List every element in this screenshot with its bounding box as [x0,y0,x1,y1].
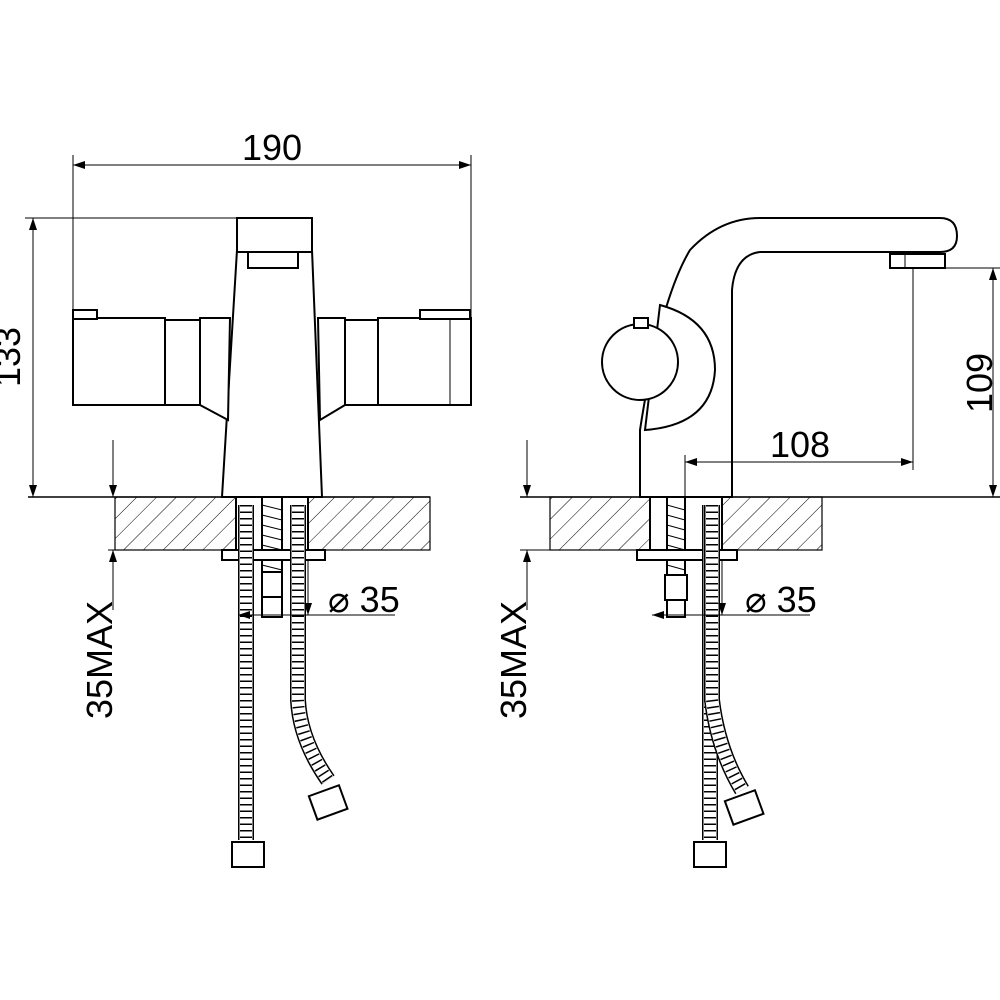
width-dimension-label: 190 [242,127,302,168]
left-handle-neck [164,319,201,406]
right-handle-neck [344,319,381,406]
mounting-plate [221,549,326,561]
hose-fitting-right [307,783,349,821]
hose-fitting-back [723,788,765,826]
left-collar [196,317,232,422]
front-view: 190 133 35MAX ⌀ 35 [0,127,472,868]
hose-fitting-left [231,841,265,868]
faucet-top [236,217,313,253]
braided-hose-right [292,505,333,784]
faucet-spout-body [639,217,959,498]
knob-indicator [633,317,649,329]
hose-fitting-front [693,841,727,868]
aerator [889,253,946,269]
faucet-body [220,249,324,498]
handle-knob [601,323,679,401]
side-view: 108 109 35MAX ⌀ 35 [493,217,1000,868]
mounting-plate [636,549,738,561]
hole-diameter-label: ⌀ 35 [745,579,817,620]
right-handle [377,317,472,406]
spout-height-dimension-label: 109 [959,353,1000,413]
thickness-dimension-label: 35MAX [79,601,120,719]
aerator [247,251,299,269]
right-handle-cap [419,309,471,320]
mounting-nut [261,571,283,598]
hole-diameter-label: ⌀ 35 [328,579,400,620]
height-dimension-label: 133 [0,327,28,387]
mounting-nut [664,574,688,601]
thread-lines [261,504,283,571]
right-collar [316,317,349,422]
thickness-dimension-label: 35MAX [493,601,534,719]
thread-lines [666,504,686,571]
left-handle [72,317,166,406]
left-handle-cap [72,309,98,320]
braided-hose-back [706,505,748,794]
reach-dimension-label: 108 [770,424,830,465]
